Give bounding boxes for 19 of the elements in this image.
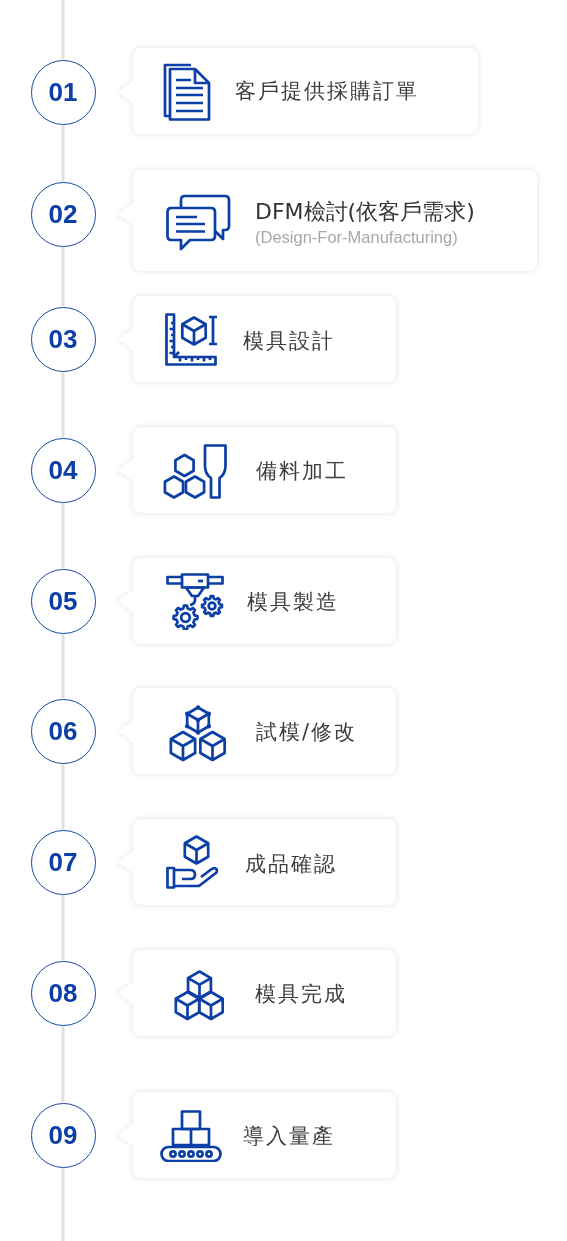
- step-number-circle: 04: [30, 437, 96, 503]
- step-number-circle: 05: [30, 568, 96, 634]
- step-subtitle: (Design-For-Manufacturing): [255, 228, 458, 248]
- step-label: 成品確認: [245, 852, 337, 878]
- step-label: 模具完成: [255, 982, 347, 1008]
- step-number-circle: 08: [30, 960, 96, 1026]
- step-number-circle: 09: [30, 1102, 96, 1168]
- step-number-circle: 01: [30, 59, 96, 125]
- step-number-circle: 03: [30, 306, 96, 372]
- step-label: 客戶提供採購訂單: [235, 79, 419, 105]
- step-number-circle: 06: [30, 698, 96, 764]
- step-number-circle: 02: [30, 181, 96, 247]
- step-label: DFM檢討(依客戶需求): [255, 198, 475, 226]
- step-label: 備料加工: [256, 459, 348, 485]
- step-label: 模具製造: [247, 590, 339, 616]
- step-label: 試模/修改: [256, 720, 358, 746]
- step-number-circle: 07: [30, 829, 96, 895]
- step-label: 導入量產: [243, 1124, 335, 1150]
- step-label: 模具設計: [243, 329, 335, 355]
